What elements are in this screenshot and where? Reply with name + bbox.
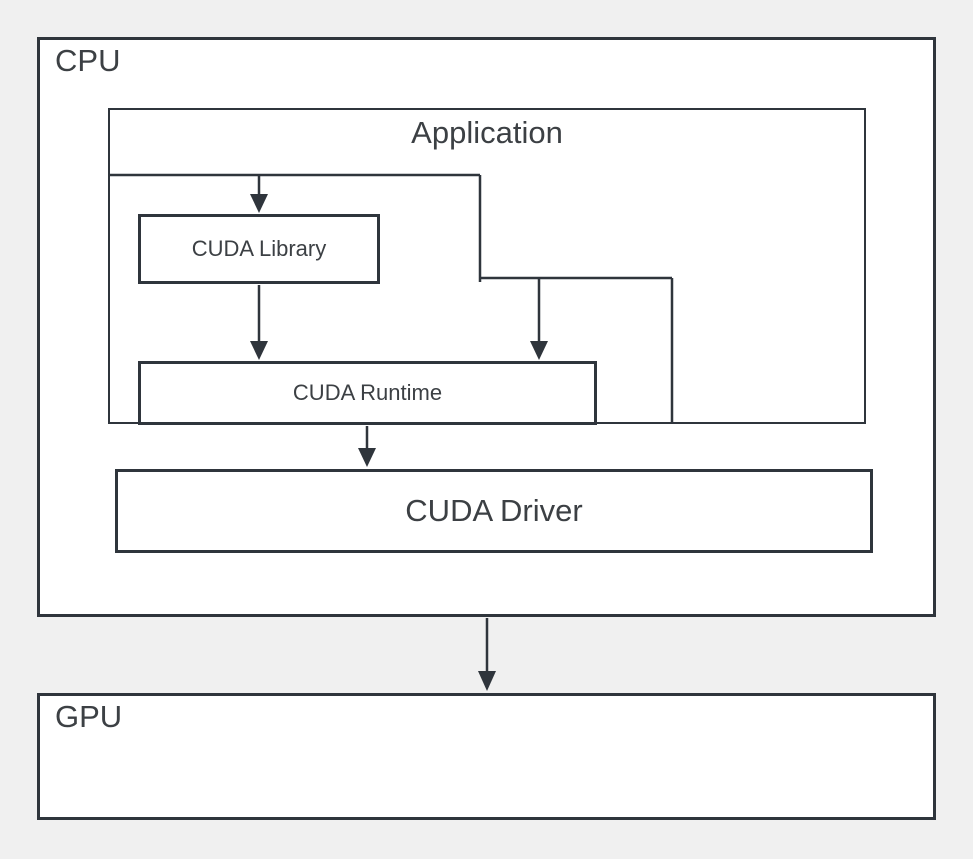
application-label: Application bbox=[411, 115, 563, 150]
cuda-driver-box: CUDA Driver bbox=[115, 469, 873, 553]
cuda-library-label: CUDA Library bbox=[191, 236, 327, 262]
cpu-label: CPU bbox=[55, 43, 121, 78]
arrowhead-icon bbox=[478, 671, 496, 691]
gpu-box: GPU bbox=[37, 693, 936, 820]
cuda-library-box: CUDA Library bbox=[138, 214, 380, 284]
cuda-runtime-label: CUDA Runtime bbox=[292, 380, 443, 406]
arrow-cpu-to-gpu bbox=[478, 618, 496, 691]
cuda-runtime-box: CUDA Runtime bbox=[138, 361, 597, 425]
gpu-label: GPU bbox=[55, 699, 123, 734]
cuda-driver-label: CUDA Driver bbox=[405, 492, 583, 528]
